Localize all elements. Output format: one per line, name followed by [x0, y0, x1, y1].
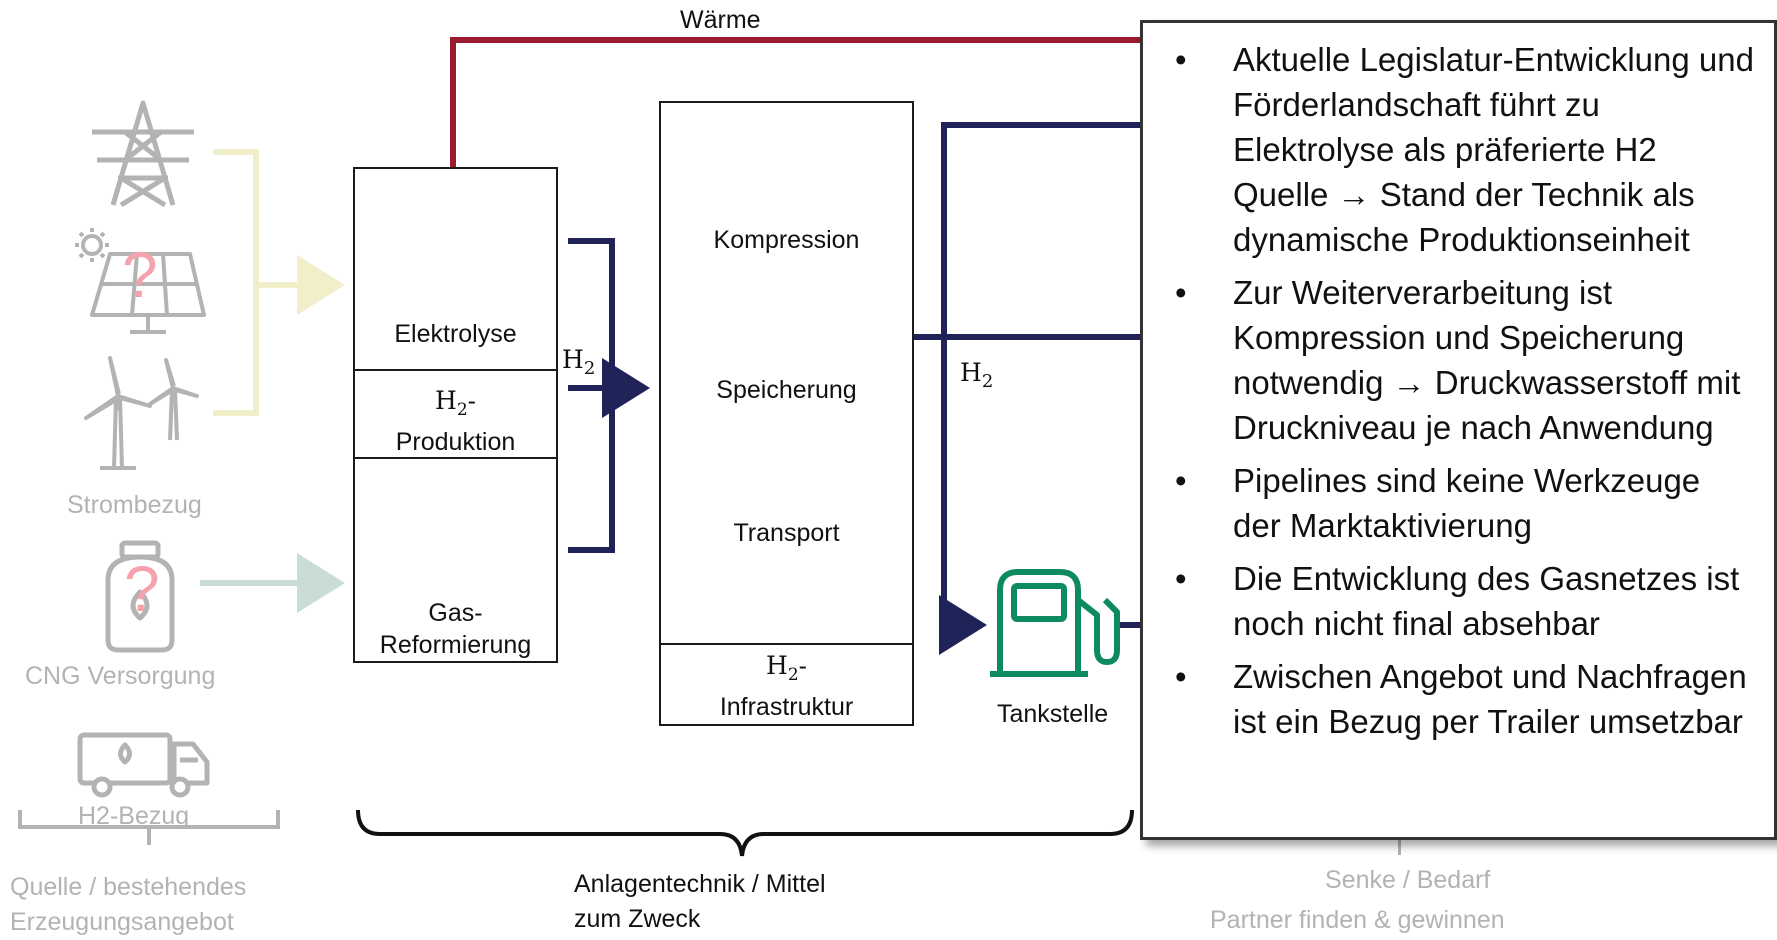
transport-label: Transport	[733, 519, 840, 547]
power-supply-bracket	[213, 149, 259, 416]
callout-bullet-item: •Zwischen Angebot und Nachfragen ist ein…	[1175, 654, 1756, 744]
solar-question-mark: ?	[122, 239, 158, 311]
bullet-dot: •	[1175, 560, 1187, 597]
fuel-station-icon	[990, 569, 1120, 677]
h2-infrastructure-label: H2- Infrastruktur	[719, 651, 854, 721]
h2-label-left: H2	[562, 345, 596, 379]
callout-bullet-list: •Aktuelle Legislatur-Entwicklung und För…	[1143, 23, 1774, 744]
sink-demand-label: Senke / Bedarf	[1325, 866, 1491, 894]
h2-label-right: H2	[960, 358, 994, 392]
h2-production-bracket	[568, 238, 615, 553]
h2-sink-line-top	[939, 122, 1160, 655]
callout-bullet-item: •Die Entwicklung des Gasnetzes ist noch …	[1175, 556, 1756, 646]
gas-reforming-label: Gas- Reformierung	[379, 599, 532, 659]
power-pylon-icon	[92, 100, 194, 208]
bullet-dot: •	[1175, 462, 1187, 499]
bullet-dot: •	[1175, 274, 1187, 311]
wind-turbine-icon	[84, 356, 199, 470]
production-box	[353, 167, 558, 663]
middle-group-label-line2: zum Zweck	[574, 905, 701, 933]
storage-label: Speicherung	[716, 376, 857, 404]
cng-supply-label: CNG Versorgung	[25, 662, 216, 690]
compression-label: Kompression	[713, 226, 860, 254]
fuel-station-label: Tankstelle	[997, 700, 1109, 728]
cng-question-mark: ?	[124, 553, 160, 625]
h2-supply-label: H2-Bezug	[78, 802, 190, 830]
infrastructure-footer-cell	[661, 643, 912, 726]
callout-bullet-item: •Aktuelle Legislatur-Entwicklung und För…	[1175, 37, 1756, 262]
sink-bracket-stub	[1398, 835, 1401, 855]
h2-production-label: H2- Produktion	[395, 386, 516, 456]
callout-bullet-item: •Zur Weiterverarbeitung ist Kompression …	[1175, 270, 1756, 450]
gas-cylinder-icon	[105, 540, 175, 653]
callout-bullet-item: •Pipelines sind keine Werkzeuge der Mark…	[1175, 458, 1756, 548]
production-label-cell	[355, 369, 556, 459]
source-group-label-line2: Erzeugungsangebot	[10, 908, 234, 936]
power-supply-label: Strombezug	[67, 491, 202, 519]
source-group-bracket	[18, 810, 280, 845]
bullet-dot: •	[1175, 41, 1187, 78]
h2-trailer-icon	[77, 732, 210, 798]
heat-flow-line	[450, 37, 1160, 168]
source-group-label-line1: Quelle / bestehendes	[10, 873, 247, 901]
middle-group-label-line1: Anlagentechnik / Mittel	[574, 870, 826, 898]
infrastructure-box	[659, 101, 914, 726]
heat-flow-label: Wärme	[680, 6, 761, 34]
callout-box: •Aktuelle Legislatur-Entwicklung und För…	[1140, 20, 1777, 840]
reforming-cell	[355, 457, 556, 663]
solar-panel-icon	[75, 228, 206, 334]
partner-label: Partner finden & gewinnen	[1210, 906, 1505, 934]
electrolysis-label: Elektrolyse	[394, 320, 517, 348]
bullet-dot: •	[1175, 658, 1187, 695]
